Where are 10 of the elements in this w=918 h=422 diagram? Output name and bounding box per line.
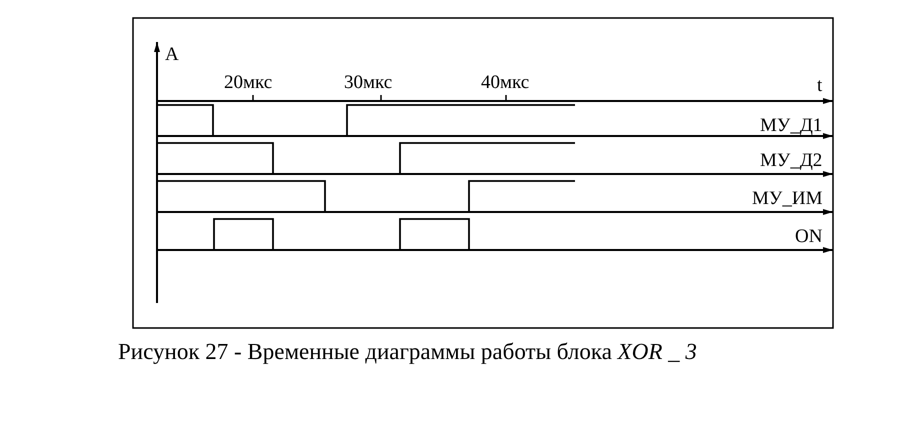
axis-label: t (817, 76, 822, 96)
signal-name: МУ_Д1 (760, 116, 822, 136)
figure-caption: Рисунок 27 - Временные диаграммы работы блока XOR _ 3 (118, 338, 697, 366)
axis-label: A (165, 45, 179, 65)
signal-name: МУ_Д2 (760, 151, 822, 171)
signal-name: МУ_ИМ (752, 189, 822, 209)
time-tick-label: 30мкс (344, 73, 392, 93)
signal-name: ON (795, 227, 822, 247)
time-tick-label: 40мкс (481, 73, 530, 93)
time-tick-label: 20мкс (224, 73, 272, 93)
